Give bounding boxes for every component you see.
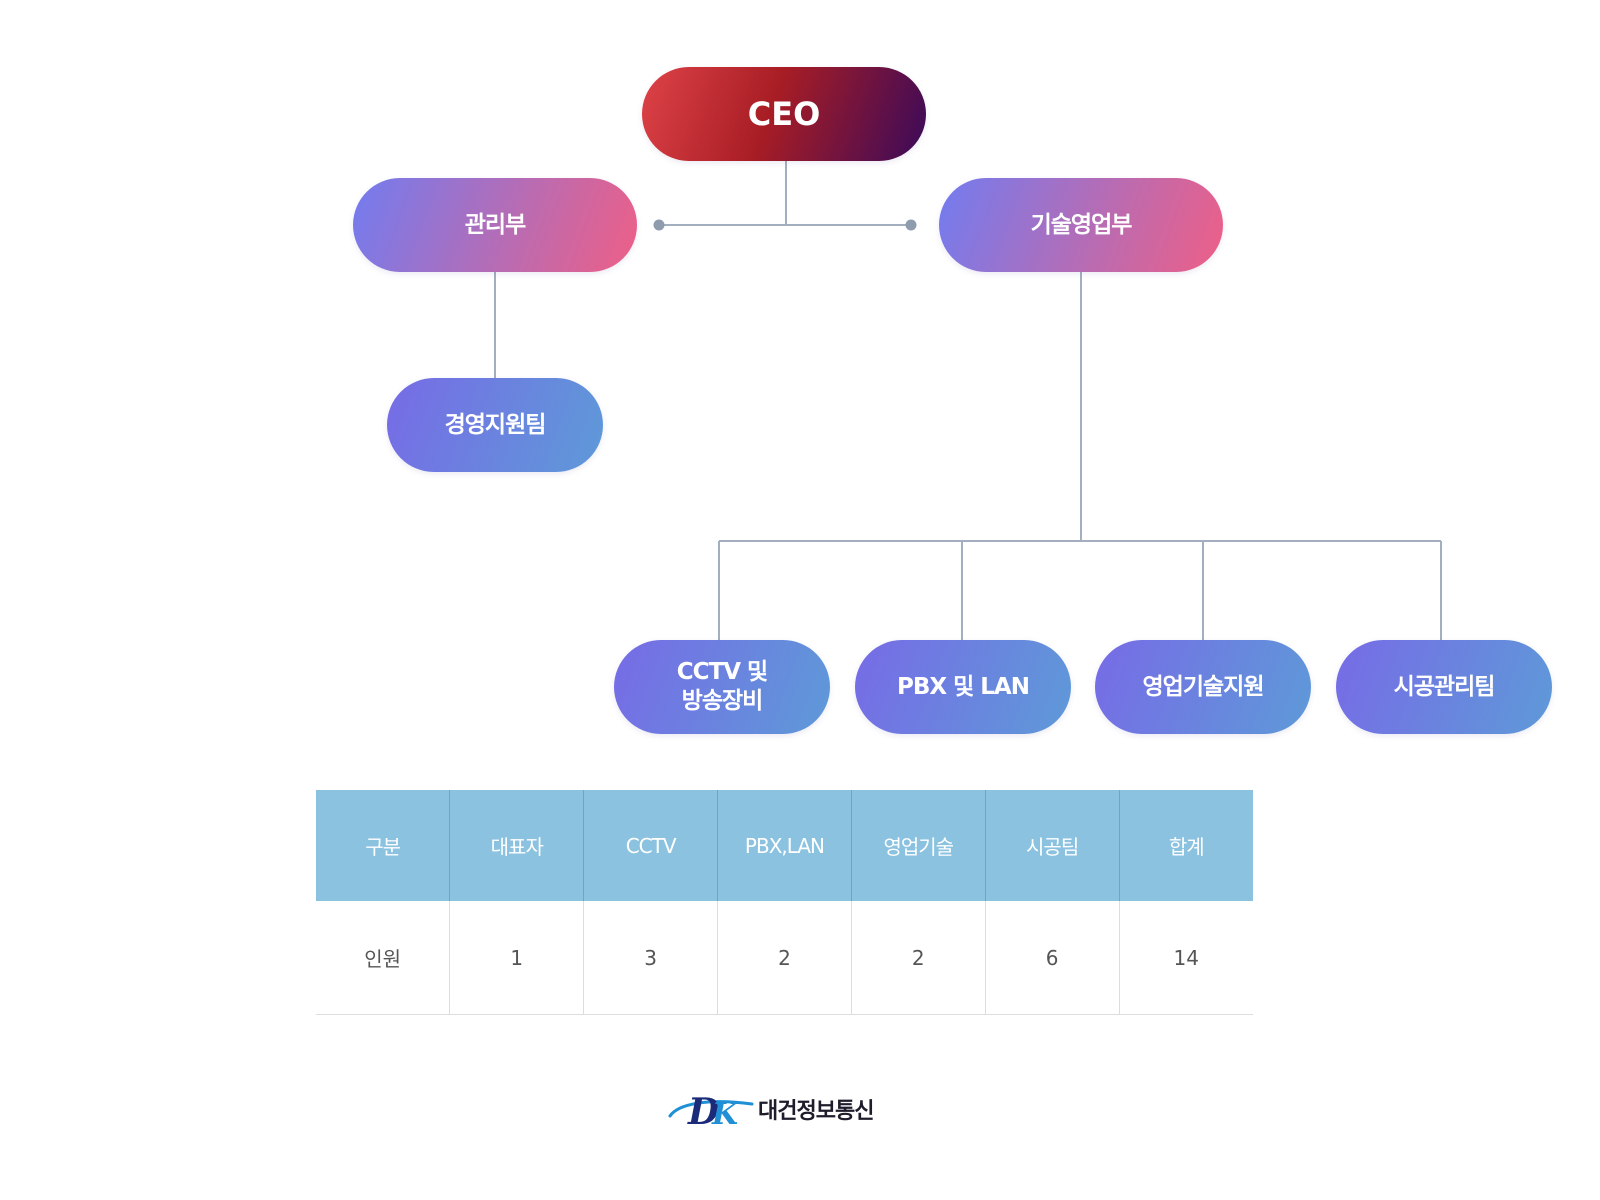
staff-count-table: 구분 대표자 CCTV PBX,LAN 영업기술 시공팀 합계 인원 1 3 2… — [316, 790, 1253, 1015]
cell-pbx-lan-count: 2 — [717, 901, 852, 1015]
svg-text:K: K — [711, 1097, 740, 1132]
team-cctv-broadcast-node: CCTV 및 방송장비 — [614, 640, 830, 734]
cell-sales-tech-count: 2 — [850, 901, 986, 1015]
table-header-row: 구분 대표자 CCTV PBX,LAN 영업기술 시공팀 합계 — [316, 790, 1253, 901]
cell-construction-count: 6 — [984, 901, 1120, 1015]
header-sales-tech: 영업기술 — [850, 790, 986, 901]
header-pbx-lan: PBX,LAN — [717, 790, 852, 901]
company-logo: D K 대건정보통신 — [668, 1086, 874, 1132]
header-cctv: CCTV — [583, 790, 718, 901]
team-sales-tech-support-label: 영업기술지원 — [1142, 673, 1265, 700]
team-pbx-lan-label: PBX 및 LAN — [896, 673, 1030, 700]
company-logo-mark: D K — [668, 1091, 754, 1132]
ceo-node: CEO — [642, 67, 926, 161]
company-name: 대건정보통신 — [758, 1099, 874, 1124]
team-construction-mgmt-label: 시공관리팀 — [1393, 673, 1496, 700]
header-category: 구분 — [316, 790, 450, 901]
division-tech-sales-label: 기술영업부 — [1030, 211, 1133, 238]
division-tech-sales-node: 기술영업부 — [939, 178, 1223, 272]
team-cctv-broadcast-label: CCTV 및 방송장비 — [676, 659, 768, 714]
header-total: 합계 — [1118, 790, 1253, 901]
team-management-support-node: 경영지원팀 — [387, 378, 603, 472]
cell-total-count: 14 — [1118, 901, 1253, 1015]
division-management-node: 관리부 — [353, 178, 637, 272]
team-construction-mgmt-node: 시공관리팀 — [1336, 640, 1552, 734]
team-pbx-lan-node: PBX 및 LAN — [855, 640, 1071, 734]
table-row: 인원 1 3 2 2 6 14 — [316, 901, 1253, 1015]
ceo-label: CEO — [747, 95, 821, 133]
header-ceo: 대표자 — [449, 790, 584, 901]
team-management-support-label: 경영지원팀 — [444, 411, 547, 438]
cell-row-label: 인원 — [316, 901, 450, 1015]
cell-cctv-count: 3 — [583, 901, 718, 1015]
cell-ceo-count: 1 — [449, 901, 584, 1015]
division-management-label: 관리부 — [464, 211, 526, 238]
svg-text:D: D — [687, 1091, 719, 1132]
header-construction: 시공팀 — [984, 790, 1120, 901]
team-sales-tech-support-node: 영업기술지원 — [1095, 640, 1311, 734]
